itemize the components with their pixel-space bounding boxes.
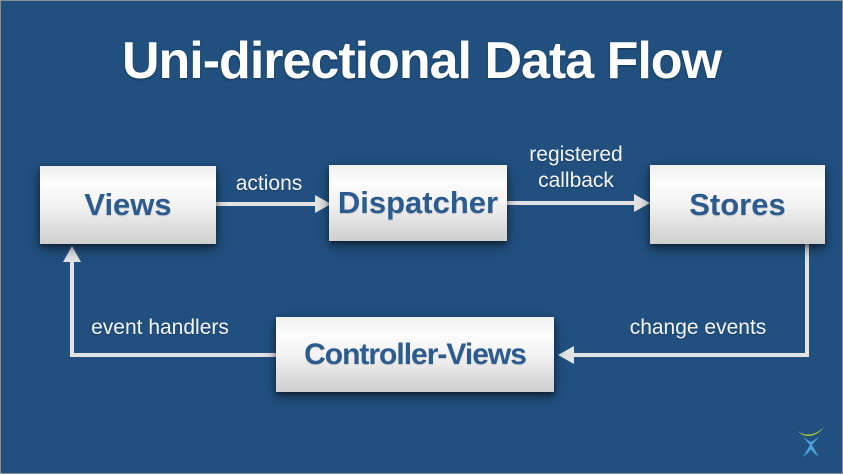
node-dispatcher-label: Dispatcher: [337, 185, 499, 220]
node-controller-views: Controller-Views: [276, 317, 554, 392]
node-stores-label: Stores: [689, 186, 786, 222]
node-dispatcher: Dispatcher: [329, 165, 507, 241]
atlassian-logo: [798, 426, 824, 457]
edge-label-change-events: change events: [629, 316, 767, 339]
edge-dispatcher-stores-arrow: [507, 194, 650, 212]
edge-views-dispatcher-arrow: [216, 195, 331, 213]
edge-label-event-handlers: event handlers: [91, 316, 229, 339]
slide-title: Uni-directional Data Flow: [121, 32, 722, 90]
edge-label-actions: actions: [235, 172, 303, 195]
edge-label-registered-callback: registered callback: [529, 143, 623, 193]
node-views: Views: [40, 166, 216, 244]
node-controller-views-label: Controller-Views: [304, 337, 527, 371]
node-stores: Stores: [650, 165, 825, 244]
edge-stores-controller-arrow: [558, 244, 809, 364]
node-views-label: Views: [84, 187, 172, 222]
